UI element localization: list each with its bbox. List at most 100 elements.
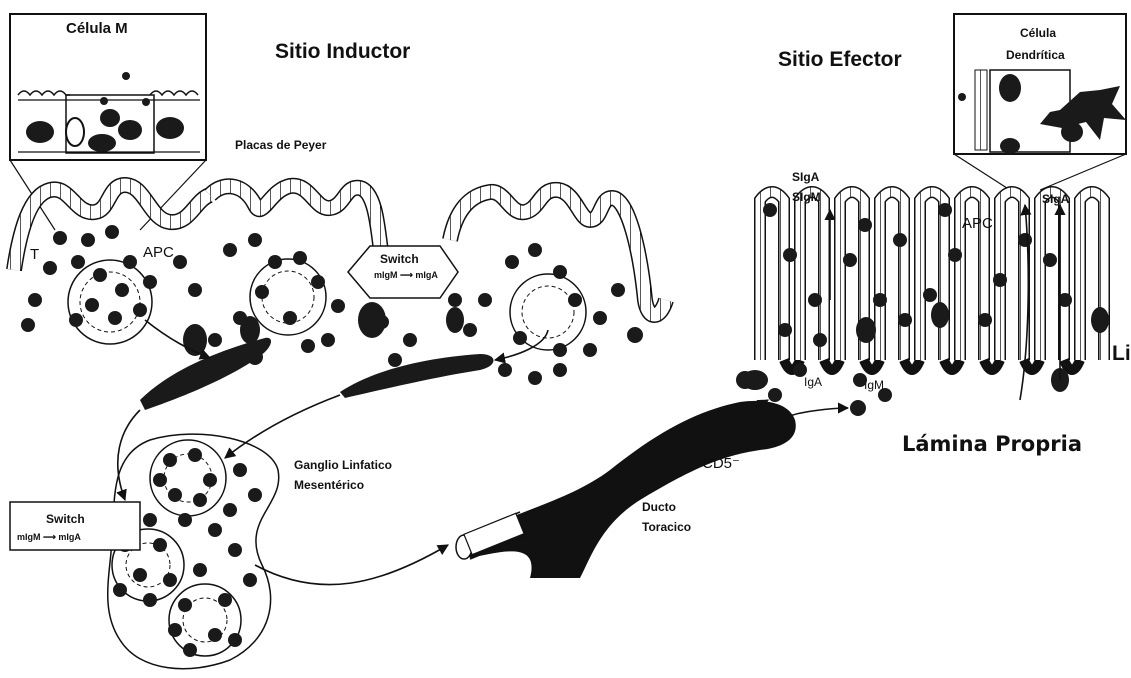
villus (920, 192, 944, 360)
peyer-lymphocytes (21, 225, 643, 385)
lymphocyte (778, 323, 792, 337)
lymphocyte (513, 331, 527, 345)
lymphocyte (553, 343, 567, 357)
lymphocyte (553, 363, 567, 377)
lymphocyte (358, 302, 386, 338)
label-ganglio-1: Ganglio Linfatico (294, 458, 392, 472)
lymphocyte (168, 623, 182, 637)
lymphocyte (498, 363, 512, 377)
lymphocyte (143, 593, 157, 607)
lymphocyte (448, 293, 462, 307)
lymphocyte (188, 283, 202, 297)
lymphocyte (223, 243, 237, 257)
lymphocyte (331, 299, 345, 313)
lymphocyte (193, 563, 207, 577)
lymphocyte (283, 311, 297, 325)
villus (880, 192, 904, 360)
lymphocyte (938, 203, 952, 217)
lymphocyte (203, 473, 217, 487)
label-switch-left: Switch (46, 512, 85, 526)
effector-villi (760, 192, 1104, 370)
lymphocyte (113, 583, 127, 597)
label-placas-peyer: Placas de Peyer (235, 138, 326, 152)
lymphocyte (28, 293, 42, 307)
lymphocyte (553, 265, 567, 279)
lymphocyte (178, 513, 192, 527)
label-celula-m: Célula M (66, 20, 128, 37)
igm-cell (850, 400, 866, 416)
lymphocyte (403, 333, 417, 347)
lymphocyte (105, 225, 119, 239)
lymphocyte (931, 302, 949, 328)
lymphocyte (583, 343, 597, 357)
villus-crypt (864, 360, 880, 370)
label-switch-left-sub: mIgM ⟶ mIgA (17, 532, 81, 543)
lymphocyte (208, 333, 222, 347)
lymphocyte (1043, 253, 1057, 267)
label-lamina-propria: Lámina Propria (902, 432, 1082, 456)
label-switch-top: Switch (380, 252, 419, 266)
lymphocyte (193, 493, 207, 507)
lymphocyte (293, 251, 307, 265)
villus-crypt (1064, 360, 1080, 370)
label-t-cell: T (30, 246, 39, 263)
lymphocyte (43, 261, 57, 275)
lymphocyte (858, 218, 872, 232)
lymphocyte (463, 323, 477, 337)
iga-cell (736, 371, 754, 389)
lymphocyte (178, 598, 192, 612)
lymphocyte (873, 293, 887, 307)
label-celula-dendritica-1: Célula (1020, 26, 1056, 40)
thoracic-duct (456, 401, 796, 578)
label-li-cut: Li (1112, 342, 1131, 366)
lymphocyte (255, 285, 269, 299)
lymphocyte (388, 353, 402, 367)
lymphocyte (223, 503, 237, 517)
lymphocyte (248, 233, 262, 247)
label-siga-2: SIgA (1042, 192, 1069, 206)
lymphocyte (163, 573, 177, 587)
lymphocyte (898, 313, 912, 327)
lymphocyte (568, 293, 582, 307)
villus-crypt (904, 360, 920, 370)
label-apc-left: APC (143, 244, 174, 261)
lymphocyte (768, 388, 782, 402)
lymphocyte (301, 339, 315, 353)
villus (1080, 192, 1104, 360)
lymphocyte (813, 333, 827, 347)
lymphocyte (248, 488, 262, 502)
lymphocyte (81, 233, 95, 247)
lymphocyte (1091, 307, 1109, 333)
celula-dendritica-inset (954, 14, 1126, 190)
lymphocyte (123, 255, 137, 269)
lymphocyte (173, 255, 187, 269)
lymphocyte (153, 538, 167, 552)
lymphocyte (85, 298, 99, 312)
lymphocyte (218, 593, 232, 607)
label-celula-dendritica-2: Dendrítica (1006, 48, 1065, 62)
peyer-patch-epithelium (14, 185, 666, 315)
lymphocyte (993, 273, 1007, 287)
lymphocyte (268, 255, 282, 269)
lymphocyte (208, 628, 222, 642)
lymphocyte (228, 543, 242, 557)
lymphocyte (208, 523, 222, 537)
lymphocyte (153, 473, 167, 487)
lymphocyte (923, 288, 937, 302)
lymphocyte (446, 307, 464, 333)
lymphocyte (311, 275, 325, 289)
lymphocyte (93, 268, 107, 282)
label-igm: IgM (864, 378, 884, 392)
label-toracico: Toracico (642, 520, 691, 534)
villus-crypt (944, 360, 960, 370)
label-sitio-efector: Sitio Efector (778, 48, 902, 72)
lymphocyte (478, 293, 492, 307)
label-sitio-inductor: Sitio Inductor (275, 40, 410, 64)
lymphocyte (53, 231, 67, 245)
lymphocyte (978, 313, 992, 327)
label-siga-1: SIgA (792, 170, 819, 184)
lymphocyte (528, 371, 542, 385)
lymphocyte (115, 283, 129, 297)
label-switch-top-sub: mIgM ⟶ mIgA (374, 270, 438, 281)
